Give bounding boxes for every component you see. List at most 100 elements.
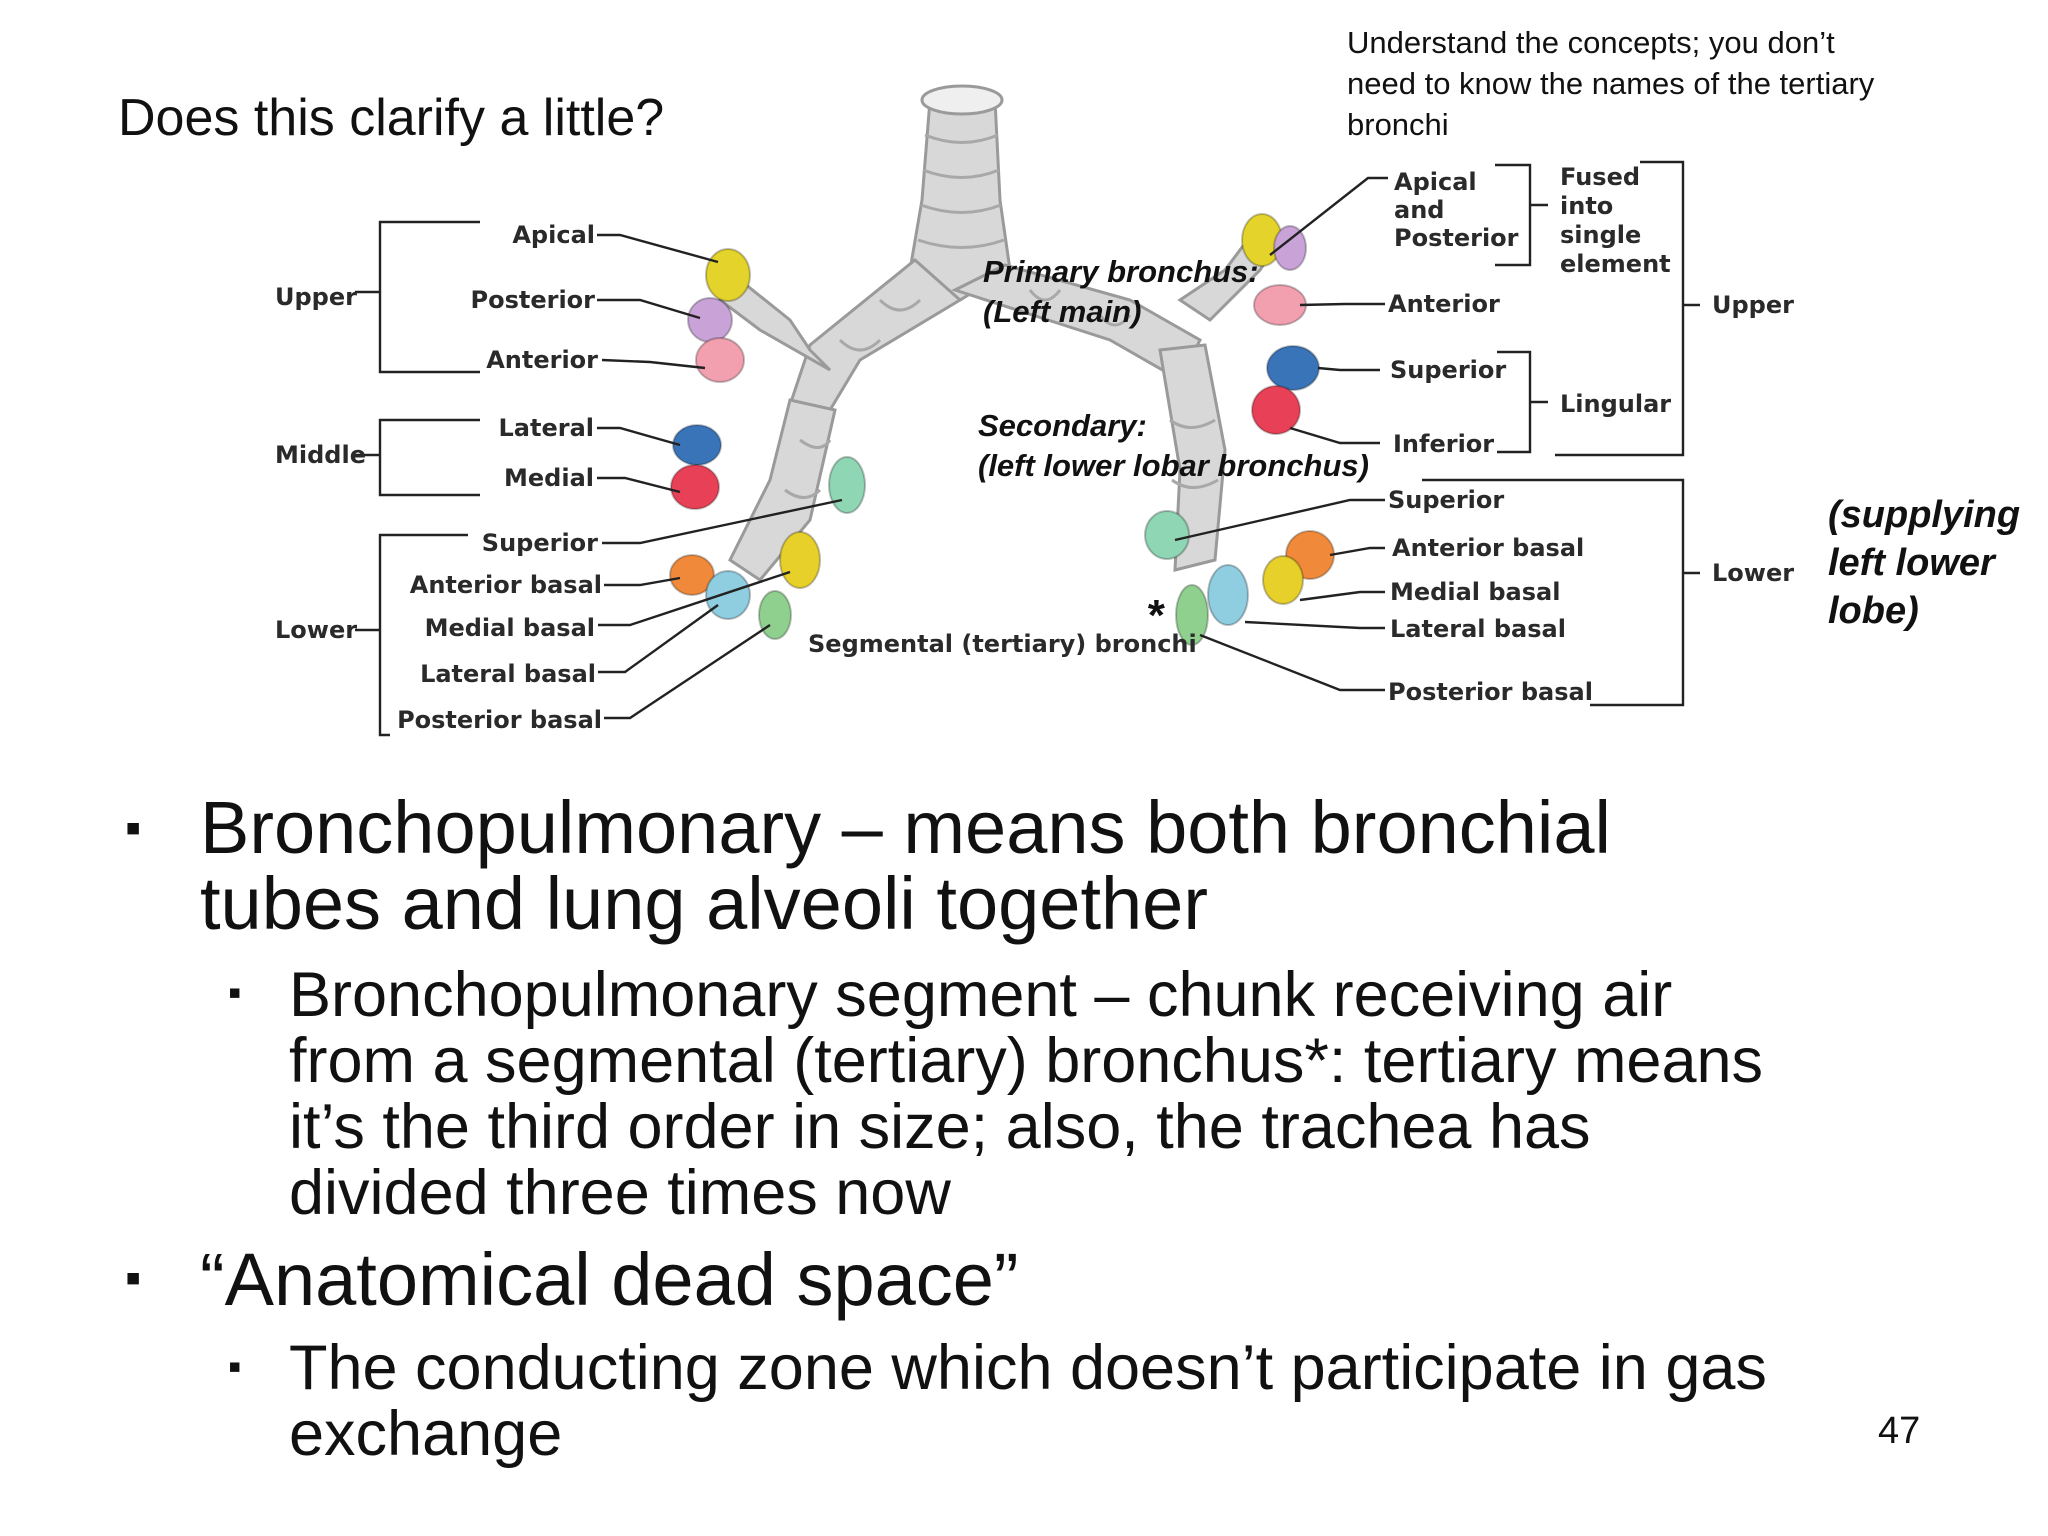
slide-title: Does this clarify a little? <box>118 89 665 147</box>
right-lateral-basal-segment <box>1207 564 1249 626</box>
left-label-superior: Superior <box>482 529 598 557</box>
sub-bullet-line-2: from a segmental (tertiary) bronchus*: t… <box>289 1026 1764 1096</box>
supplying-label-1: (supplying <box>1828 494 2020 536</box>
sub-bullet-2-line-1: The conducting zone which doesn’t partic… <box>289 1333 1767 1403</box>
left-label-medial: Medial <box>504 464 594 492</box>
bullet-1: Bronchopulmonary – means both bronchial … <box>200 790 1960 942</box>
left-label-posterior-basal: Posterior basal <box>397 706 602 734</box>
left-label-anterior-basal: Anterior basal <box>410 571 602 599</box>
right-label-medial-basal: Medial basal <box>1390 578 1560 606</box>
sub-bullet-2-line-2: exchange <box>289 1399 563 1469</box>
right-anterior-segment <box>1253 284 1307 326</box>
bronchial-tree-diagram: Upper Middle Lower Apical Posterior Ante… <box>275 84 2020 737</box>
airway-rings <box>784 133 1219 499</box>
left-label-lateral: Lateral <box>499 414 595 442</box>
left-group-middle: Middle <box>275 441 366 469</box>
left-label-posterior: Posterior <box>471 286 596 314</box>
right-posterior-basal-segment <box>1175 584 1209 646</box>
right-main-bronchus <box>787 258 963 412</box>
right-upper-branch <box>717 277 832 372</box>
ring <box>924 133 999 144</box>
right-posterior-segment <box>1273 225 1307 271</box>
right-label-apical: Apical <box>1394 168 1477 196</box>
right-label-lingular: Lingular <box>1560 390 1671 418</box>
right-label-posterior: Posterior <box>1394 224 1519 252</box>
bullet-2-line-1: “Anatomical dead space” <box>200 1238 1019 1321</box>
left-leader-lines <box>597 233 843 720</box>
right-label-and: and <box>1394 196 1444 224</box>
trachea-opening <box>920 84 1004 116</box>
sub-bullet-line-4: divided three times now <box>289 1158 951 1228</box>
right-label-lower-superior: Superior <box>1388 486 1504 514</box>
right-label-anterior-basal: Anterior basal <box>1392 534 1584 562</box>
ring <box>784 488 822 499</box>
right-superior-segment <box>1144 510 1190 560</box>
sub-bullet-marker: ▪ <box>228 972 242 1014</box>
segmental-bronchi <box>669 213 1335 646</box>
ring <box>1098 314 1132 327</box>
airway-tree <box>717 84 1283 582</box>
left-main-bronchus <box>951 263 1202 383</box>
left-medial-segment <box>670 464 720 510</box>
left-label-anterior: Anterior <box>486 346 598 374</box>
left-label-lateral-basal: Lateral basal <box>420 660 596 688</box>
left-anterior-segment <box>695 337 745 383</box>
left-lateral-basal-segment <box>705 570 751 620</box>
ring <box>838 338 882 352</box>
primary-bronchus-label: Primary bronchus: <box>983 254 1259 289</box>
right-label-superior: Superior <box>1390 356 1506 384</box>
right-label-anterior: Anterior <box>1388 290 1500 318</box>
sub-bullet-marker: ▪ <box>228 1346 242 1388</box>
bullet-marker: ▪ <box>125 801 142 853</box>
supplying-label-2: left lower <box>1828 542 1997 584</box>
sub-bullet-line-3: it’s the third order in size; also, the … <box>289 1092 1591 1162</box>
bullet-1-line-1: Bronchopulmonary – means both bronchial <box>200 786 1611 869</box>
right-label-element: element <box>1560 250 1671 278</box>
bullet-2: “Anatomical dead space” <box>200 1242 1960 1318</box>
ring <box>1169 418 1216 429</box>
secondary-bronchus-label: Secondary: <box>978 408 1147 443</box>
right-leader-lines <box>1174 176 1388 692</box>
right-inferior-lingular-segment <box>1251 385 1301 435</box>
sub-bullet-line-1: Bronchopulmonary segment – chunk receivi… <box>289 960 1673 1030</box>
secondary-bronchus-sublabel: (left lower lobar bronchus) <box>978 448 1369 483</box>
bullet-1-sub-1: Bronchopulmonary segment – chunk receivi… <box>289 962 1969 1226</box>
right-group-lower: Lower <box>1712 559 1794 587</box>
left-lower-bronchus <box>1158 343 1227 572</box>
segmental-asterisk: * <box>1146 591 1165 640</box>
right-superior-lingular-segment <box>1266 345 1320 391</box>
left-posterior-segment <box>687 297 733 343</box>
left-lateral-segment <box>672 424 722 466</box>
right-group-upper: Upper <box>1712 291 1794 319</box>
left-superior-segment <box>828 456 866 514</box>
supplying-label-3: lobe) <box>1828 590 1919 632</box>
left-group-upper: Upper <box>275 283 357 311</box>
segmental-bronchi-label: Segmental (tertiary) bronchi <box>808 630 1197 658</box>
ring <box>922 168 1000 179</box>
left-brackets <box>355 220 480 737</box>
right-label-inferior: Inferior <box>1393 430 1494 458</box>
left-label-apical: Apical <box>512 221 595 249</box>
left-medial-basal-segment <box>779 531 821 589</box>
ring <box>799 438 832 449</box>
right-label-lateral-basal: Lateral basal <box>1390 615 1566 643</box>
ring <box>1028 289 1062 302</box>
bullet-2-sub-1: The conducting zone which doesn’t partic… <box>289 1335 1969 1467</box>
right-label-fused: Fused <box>1560 163 1640 191</box>
bullet-1-line-2: tubes and lung alveoli together <box>200 862 1208 945</box>
right-label-single: single <box>1560 221 1641 249</box>
ring <box>1171 478 1219 489</box>
bullet-marker: ▪ <box>125 1251 142 1303</box>
left-apical-segment <box>705 248 751 302</box>
left-label-medial-basal: Medial basal <box>425 614 595 642</box>
primary-bronchus-sublabel: (Left main) <box>983 294 1141 329</box>
instructor-note: Understand the concepts; you don’t need … <box>1347 25 1875 142</box>
ring <box>920 203 1002 214</box>
right-label-into: into <box>1560 192 1613 220</box>
left-anterior-basal-segment <box>669 554 715 596</box>
left-group-lower: Lower <box>275 616 357 644</box>
right-medial-basal-segment <box>1262 555 1304 605</box>
right-label-posterior-basal: Posterior basal <box>1388 678 1593 706</box>
right-brackets <box>1422 160 1700 707</box>
ring <box>878 298 922 312</box>
